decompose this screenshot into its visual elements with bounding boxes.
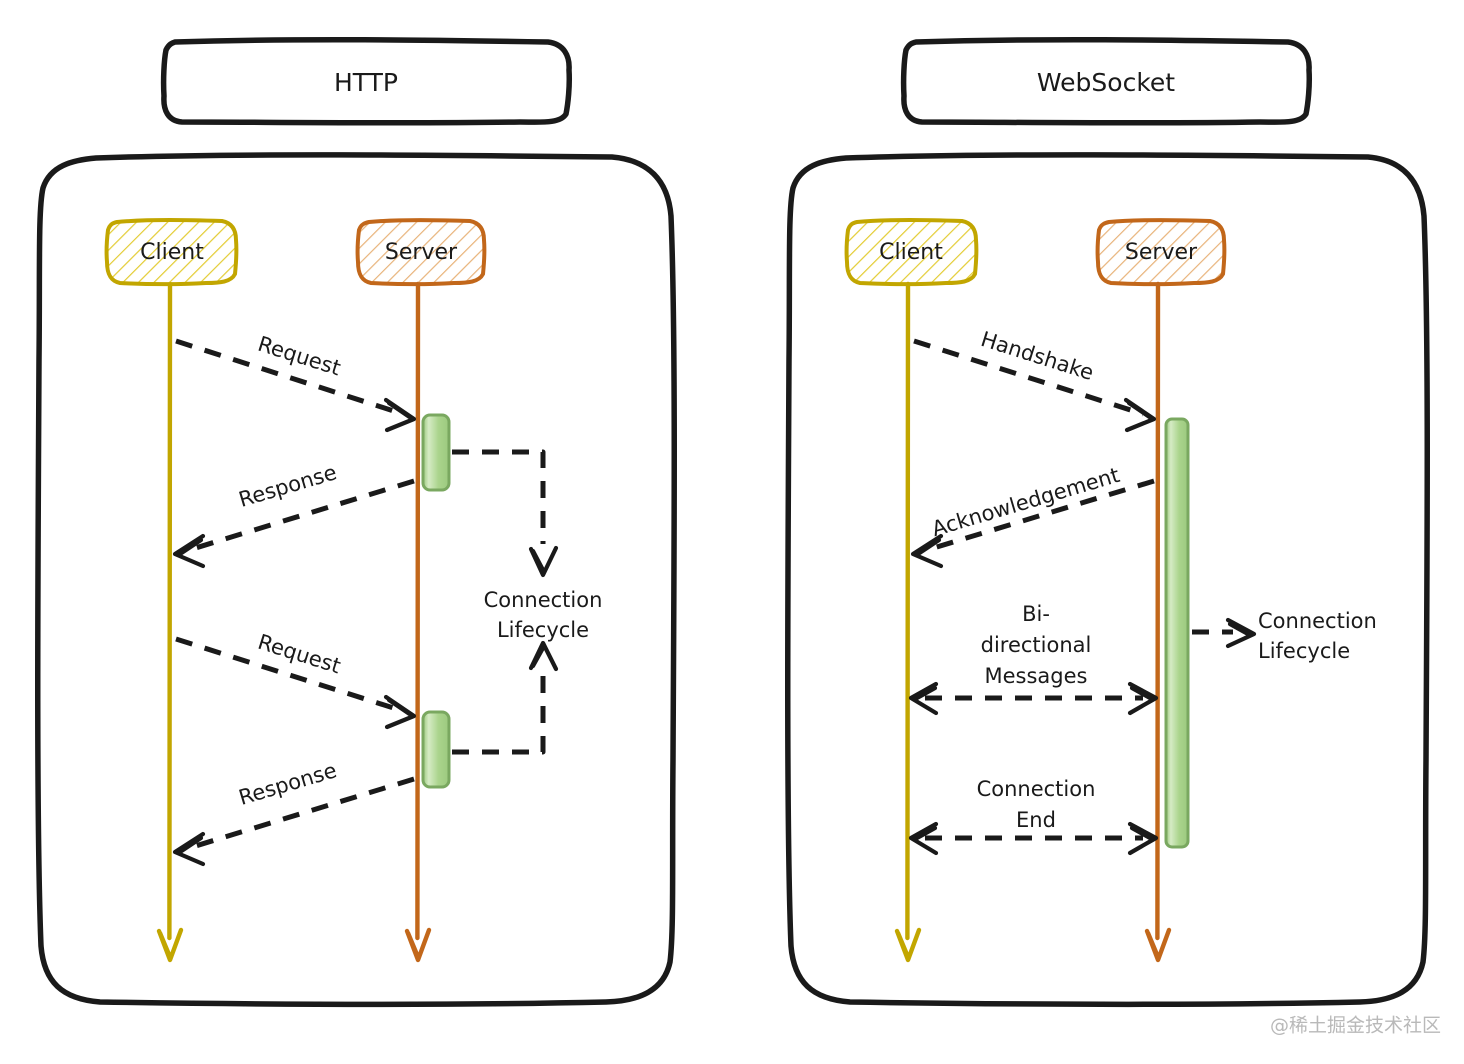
ws-activation-long [1164,417,1190,849]
http-participant-server-label: Server [385,240,458,265]
http-participant-client-label: Client [140,240,204,265]
http-participant-server[interactable]: Server [355,218,487,287]
ws-message-connection-end-line-1: Connection [977,777,1096,801]
panel-websocket-title-box: WebSocket [900,36,1312,126]
ws-message-connection-end-line-2: End [1016,808,1056,832]
ws-participant-client[interactable]: Client [844,218,979,287]
ws-participant-client-label: Client [879,240,943,265]
ws-participant-server[interactable]: Server [1095,218,1227,287]
ws-message-bidirectional-line-3: Messages [985,664,1088,688]
ws-lifecycle-path: Connection Lifecycle [1192,609,1377,663]
panel-http-title: HTTP [334,68,398,97]
http-note-lifecycle-line-2: Lifecycle [497,618,589,642]
ws-message-bidirectional-line-2: directional [981,633,1092,657]
http-participant-client[interactable]: Client [104,218,239,287]
http-note-lifecycle-line-1: Connection [484,588,603,612]
http-lifecycle-path-bottom [452,640,559,755]
ws-client-lifeline [894,281,922,963]
ws-message-bidirectional: Bi- directional Messages [908,602,1159,716]
http-activation-2 [421,710,451,789]
watermark: @稀土掘金技术社区 [1270,1015,1441,1037]
http-client-lifeline [156,281,184,963]
ws-message-connection-end: Connection End [908,777,1159,856]
ws-message-bidirectional-line-1: Bi- [1022,602,1050,626]
http-lifecycle-path-top [452,449,559,578]
panel-http: HTTP Client Server [35,36,677,1008]
ws-note-lifecycle-line-2: Lifecycle [1258,639,1350,663]
ws-note-lifecycle-line-1: Connection [1258,609,1377,633]
ws-server-lifeline [1144,281,1172,963]
http-activation-1 [421,413,451,492]
panel-websocket-title: WebSocket [1037,68,1175,97]
http-server-lifeline [404,281,432,963]
http-note-lifecycle: Connection Lifecycle [484,588,603,642]
panel-http-title-box: HTTP [160,36,572,126]
panel-websocket-container [785,152,1430,1008]
panel-http-container [35,152,677,1008]
ws-participant-server-label: Server [1125,240,1198,265]
